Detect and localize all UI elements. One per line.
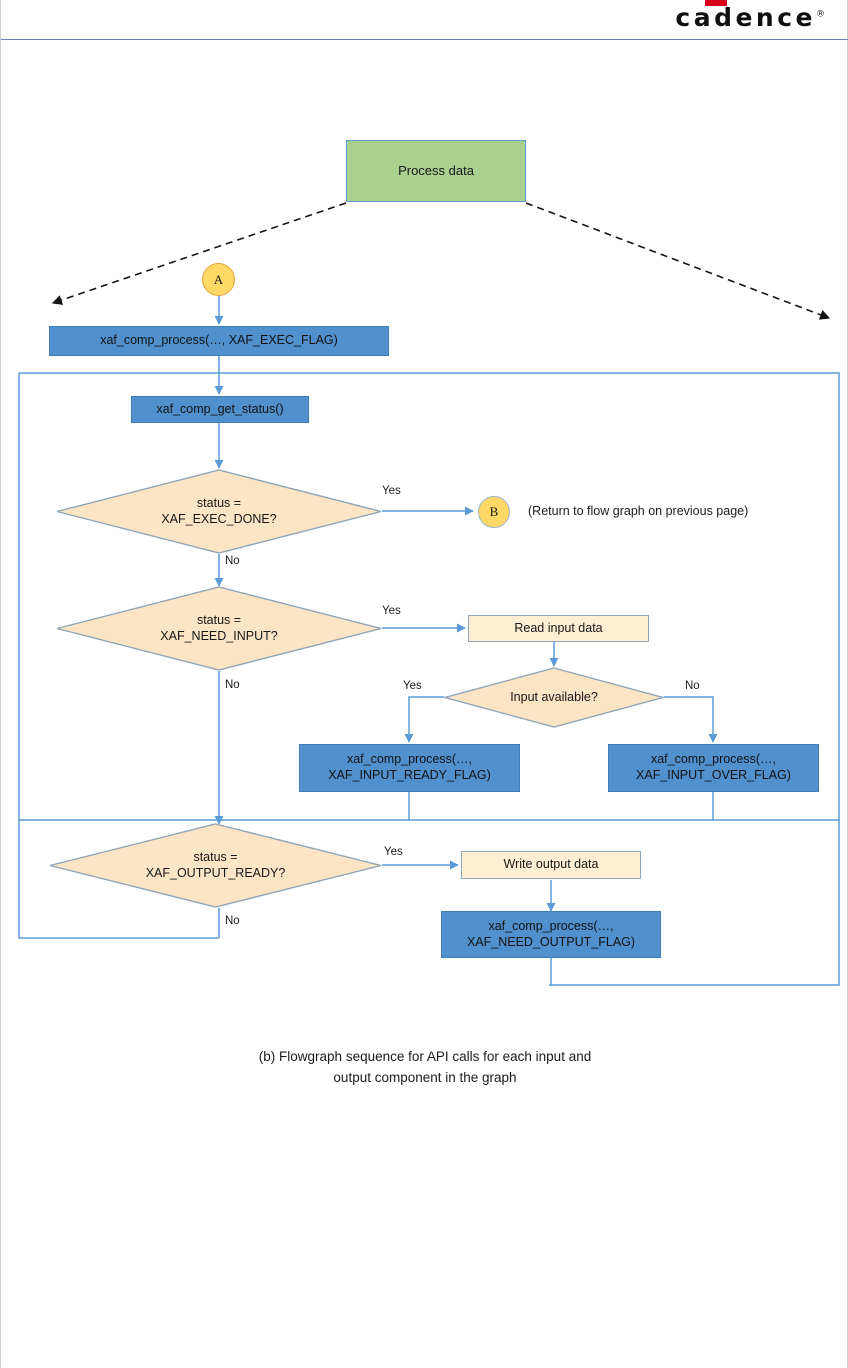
node-label: status = XAF_OUTPUT_READY? <box>145 849 286 880</box>
edge-label-output-ready-no: No <box>225 915 240 927</box>
label-text: Yes <box>403 680 422 692</box>
label-text: Yes <box>382 485 401 497</box>
label-text: No <box>225 915 240 927</box>
node-decision-output-ready[interactable]: status = XAF_OUTPUT_READY? <box>49 823 382 908</box>
figure-caption: (b) Flowgraph sequence for API calls for… <box>258 1049 592 1085</box>
node-label: Read input data <box>514 620 603 635</box>
label-text: No <box>685 680 700 692</box>
diamond-shape <box>56 586 382 671</box>
diamond-shape <box>56 469 382 554</box>
node-label: status = XAF_EXEC_DONE? <box>161 495 277 526</box>
connector-a-circle[interactable]: A <box>202 263 235 296</box>
node-xaf-comp-process-input-over-flag[interactable]: xaf_comp_process(…, XAF_INPUT_OVER_FLAG) <box>608 744 819 792</box>
edge-label-output-ready-yes: Yes <box>384 846 403 858</box>
dashed-edge-left <box>51 202 347 305</box>
node-process-data[interactable]: Process data <box>346 140 526 202</box>
edge-label-exec-done-yes: Yes <box>382 485 401 497</box>
node-label: status = XAF_NEED_INPUT? <box>160 612 278 643</box>
connector-b-circle[interactable]: B <box>478 496 510 528</box>
dashed-edge-right <box>525 202 831 320</box>
node-label: Write output data <box>503 857 599 872</box>
header-divider <box>1 39 848 40</box>
node-xaf-comp-get-status[interactable]: xaf_comp_get_status() <box>131 396 309 423</box>
edge-label-input-available-yes: Yes <box>403 680 422 692</box>
node-xaf-comp-process-need-output-flag[interactable]: xaf_comp_process(…, XAF_NEED_OUTPUT_FLAG… <box>441 911 661 958</box>
cadence-logo-bar <box>705 0 728 6</box>
cadence-wordmark: cadence® <box>675 0 825 32</box>
node-write-output-data[interactable]: Write output data <box>461 851 641 879</box>
node-label: xaf_comp_process(…, XAF_INPUT_OVER_FLAG) <box>636 752 791 782</box>
node-read-input-data[interactable]: Read input data <box>468 615 649 642</box>
note-label: (Return to flow graph on previous page) <box>528 504 749 518</box>
label-text: Yes <box>384 846 403 858</box>
node-label: xaf_comp_get_status() <box>156 401 284 416</box>
node-xaf-comp-process-exec-flag[interactable]: xaf_comp_process(…, XAF_EXEC_FLAG) <box>49 326 389 356</box>
edge-label-exec-done-no: No <box>225 555 240 567</box>
connector-label: B <box>489 504 499 519</box>
edge-label-need-input-yes: Yes <box>382 605 401 617</box>
edge-input-available-no <box>664 696 718 743</box>
node-xaf-comp-process-input-ready-flag[interactable]: xaf_comp_process(…, XAF_INPUT_READY_FLAG… <box>299 744 520 792</box>
edge-label-input-available-no: No <box>685 680 700 692</box>
node-decision-exec-done[interactable]: status = XAF_EXEC_DONE? <box>56 469 382 554</box>
cadence-logo: cadence® <box>675 0 825 32</box>
connector-label: A <box>213 271 224 287</box>
node-label: xaf_comp_process(…, XAF_NEED_OUTPUT_FLAG… <box>466 918 636 949</box>
diamond-shape <box>49 823 382 908</box>
label-text: No <box>225 679 240 691</box>
node-label: xaf_comp_process(…, XAF_EXEC_FLAG) <box>100 333 338 348</box>
node-label: xaf_comp_process(…, XAF_INPUT_READY_FLAG… <box>328 752 491 782</box>
return-note-text: (Return to flow graph on previous page) <box>528 504 748 518</box>
node-decision-need-input[interactable]: status = XAF_NEED_INPUT? <box>56 586 382 671</box>
edge-input-available-yes <box>404 696 444 743</box>
diamond-shape <box>444 667 664 728</box>
label-text: No <box>225 555 240 567</box>
node-label: Input available? <box>510 689 598 704</box>
edge-label-need-input-no: No <box>225 679 240 691</box>
label-text: Yes <box>382 605 401 617</box>
node-decision-input-available[interactable]: Input available? <box>444 667 664 728</box>
node-label: Process data <box>398 162 474 178</box>
cadence-brand-text: cadence <box>675 3 816 32</box>
registered-mark: ® <box>816 9 825 20</box>
